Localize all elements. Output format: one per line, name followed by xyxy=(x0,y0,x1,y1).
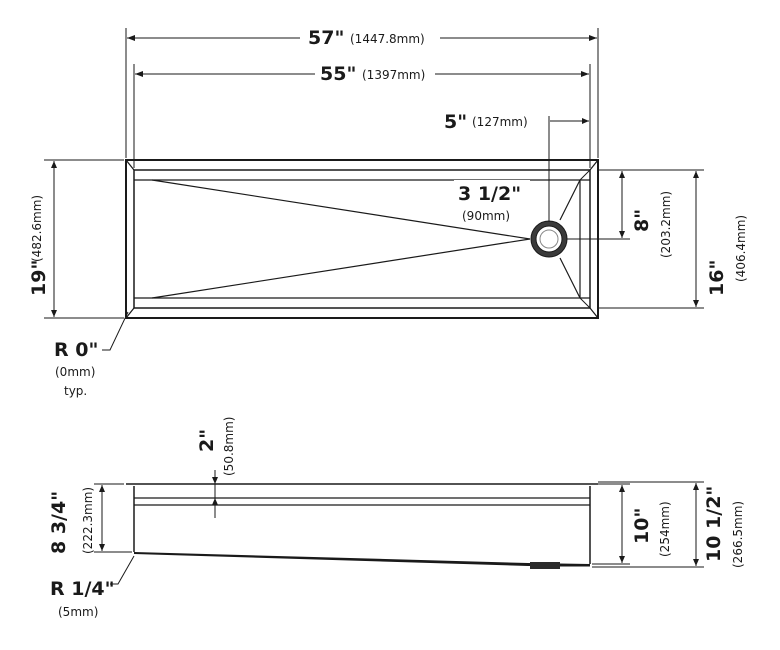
front-height-inches: 8 3/4" xyxy=(48,491,70,554)
ledge-depth-inches: 2" xyxy=(196,429,218,452)
overall-width-mm: (1447.8mm) xyxy=(350,32,425,46)
drain-from-edge-inches: 8" xyxy=(631,209,653,232)
drain-offset-inches: 5" xyxy=(444,111,467,133)
corner-radius-mm: (0mm) xyxy=(55,365,95,379)
slope-line xyxy=(559,257,581,299)
inner-depth-mm: (406.4mm) xyxy=(734,215,748,282)
corner-radius-note: typ. xyxy=(64,384,87,398)
drain-offset-mm: (127mm) xyxy=(472,115,528,129)
inner-height-inches: 10" xyxy=(631,508,653,544)
corner-radius-inches: R 0" xyxy=(54,339,98,361)
inner-width-mm: (1397mm) xyxy=(362,68,425,82)
ledge-depth-mm: (50.8mm) xyxy=(222,417,236,476)
sloped-bottom xyxy=(134,552,590,566)
overall-depth-inches: 19" xyxy=(28,260,50,296)
top-view: 57" (1447.8mm) 55" (1397mm) 5" (127mm) 3… xyxy=(28,26,748,398)
overall-width-inches: 57" xyxy=(308,27,344,49)
inner-depth-inches: 16" xyxy=(706,260,728,296)
front-height-mm: (222.3mm) xyxy=(81,487,95,554)
overall-height-mm: (266.5mm) xyxy=(731,501,745,568)
inner-height-mm: (254mm) xyxy=(658,501,672,557)
drain-diameter-mm: (90mm) xyxy=(462,209,510,223)
drain-diameter-inches: 3 1/2" xyxy=(458,183,521,205)
drain-body xyxy=(530,562,560,569)
overall-height-inches: 10 1/2" xyxy=(703,486,725,562)
overall-depth-mm: (482.6mm) xyxy=(30,195,44,262)
slope-line xyxy=(151,238,531,299)
drain-from-edge-mm: (203.2mm) xyxy=(659,191,673,258)
slope-line xyxy=(151,179,531,240)
bottom-radius-mm: (5mm) xyxy=(58,605,98,619)
side-view: 2" (50.8mm) 8 3/4" (222.3mm) 10" (254mm)… xyxy=(48,417,745,619)
slope-line xyxy=(559,179,581,221)
inner-width-inches: 55" xyxy=(320,63,356,85)
bottom-radius-inches: R 1/4" xyxy=(50,578,115,600)
